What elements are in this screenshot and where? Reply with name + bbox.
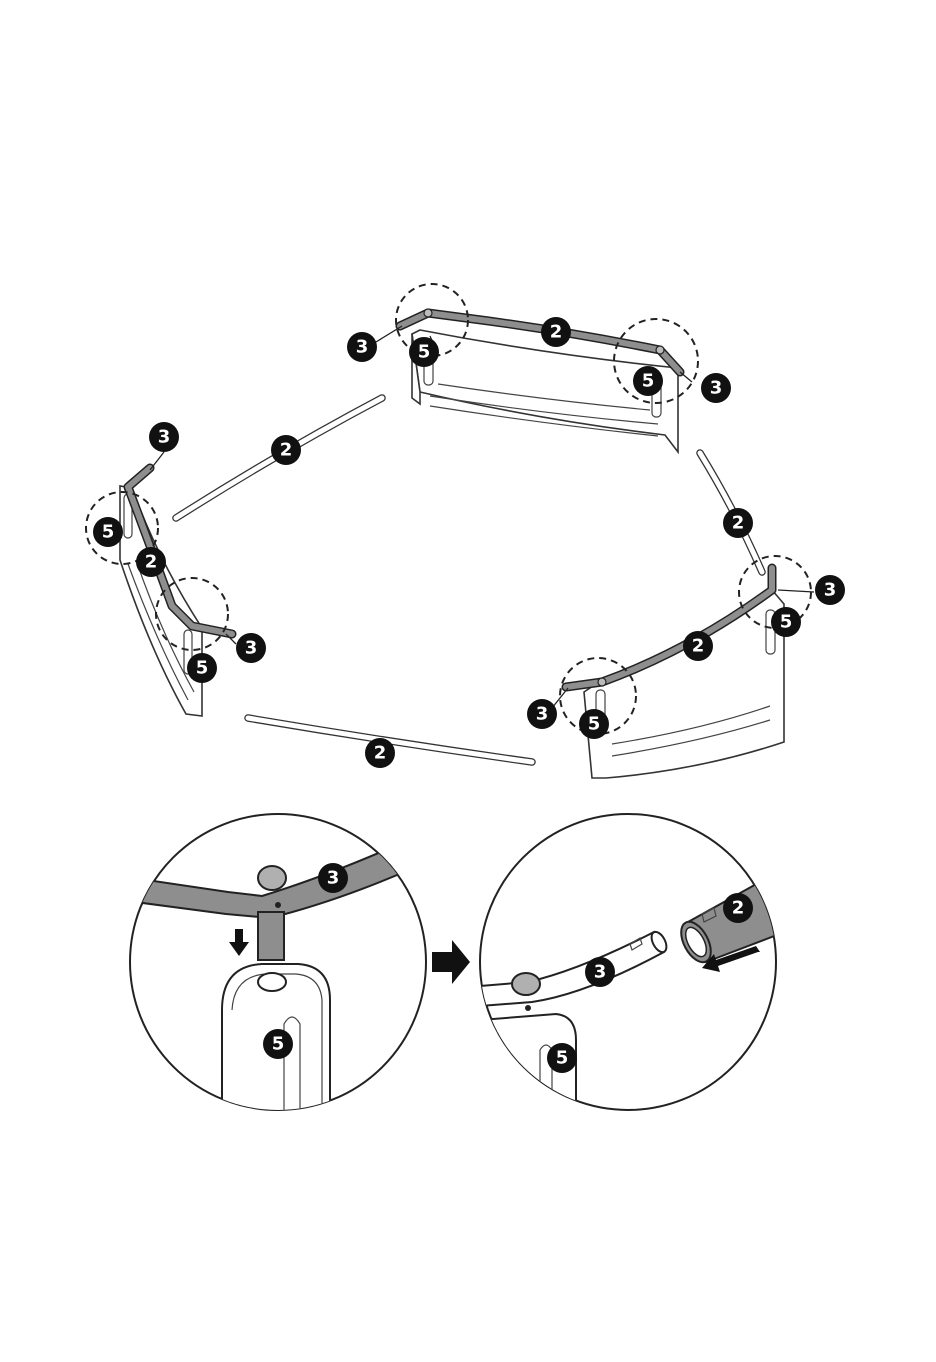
svg-text:3: 3 [158,427,171,448]
svg-text:3: 3 [710,378,723,399]
callout-badge: 5 [187,653,217,683]
callout-badge: 2 [723,893,753,923]
callout-badge: 5 [547,1043,577,1073]
detail-left [120,814,440,1120]
svg-text:3: 3 [245,638,258,659]
svg-text:5: 5 [196,658,209,679]
callout-badge: 5 [263,1029,293,1059]
svg-text:2: 2 [550,322,563,343]
svg-text:2: 2 [732,513,745,534]
svg-text:5: 5 [102,522,115,543]
svg-text:3: 3 [594,962,607,983]
svg-text:5: 5 [556,1048,569,1069]
callout-badge: 5 [409,337,439,367]
svg-text:5: 5 [588,714,601,735]
callout-badge: 3 [585,957,615,987]
callout-badge: 3 [236,633,266,663]
callout-badge: 3 [527,699,557,729]
callout-badge: 3 [318,863,348,893]
svg-text:5: 5 [780,612,793,633]
right-wall-panel [584,590,784,778]
callout-badge: 2 [683,631,713,661]
svg-text:3: 3 [824,580,837,601]
svg-text:2: 2 [280,440,293,461]
svg-text:2: 2 [732,898,745,919]
svg-text:3: 3 [327,868,340,889]
left-wall-panel [120,486,202,716]
callout-badge: 5 [93,517,123,547]
svg-text:5: 5 [272,1034,285,1055]
svg-text:2: 2 [374,743,387,764]
callout-badge: 3 [149,422,179,452]
svg-text:3: 3 [356,337,369,358]
callout-badge: 2 [365,738,395,768]
callout-badge: 2 [271,435,301,465]
callout-badge: 2 [541,317,571,347]
post-cap [656,346,664,354]
svg-text:3: 3 [536,704,549,725]
detail-right [480,814,790,1120]
callout-badge: 5 [771,607,801,637]
post-cap [424,309,432,317]
callout-badge: 5 [633,366,663,396]
right-arrow-icon [432,940,470,984]
post-cap [598,678,606,686]
callout-badge: 3 [347,332,377,362]
callout-badge: 2 [723,508,753,538]
callout-badge: 3 [815,575,845,605]
callout-badge: 5 [579,709,609,739]
callout-badge: 3 [701,373,731,403]
svg-text:2: 2 [692,636,705,657]
svg-text:5: 5 [642,371,655,392]
svg-text:5: 5 [418,342,431,363]
callout-badge: 2 [136,547,166,577]
svg-text:2: 2 [145,552,158,573]
